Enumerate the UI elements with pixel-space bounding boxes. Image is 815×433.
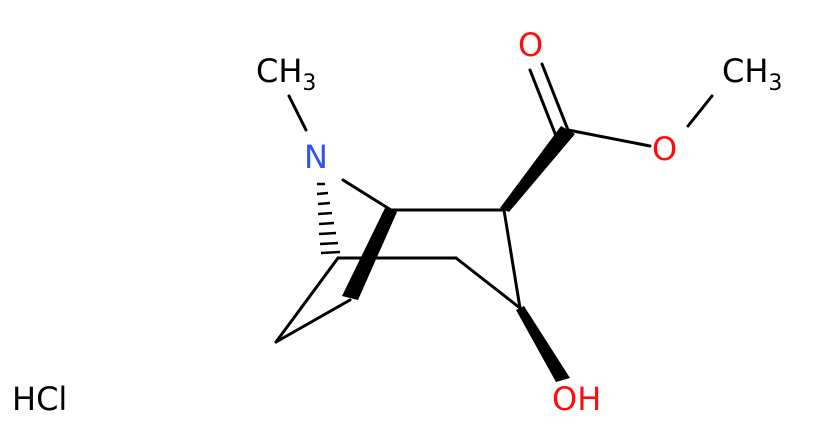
bond-c6-c7 xyxy=(274,298,352,344)
bond-c-o-double-a xyxy=(540,62,570,132)
bonds xyxy=(274,62,714,344)
bond-c3-c4 xyxy=(454,256,522,310)
hash-bond-n-c5 xyxy=(316,182,341,255)
wedge-c3-oh xyxy=(516,306,570,382)
carbonyl-oxygen-label: O xyxy=(518,26,543,64)
bond-c2-c3 xyxy=(502,208,522,310)
wedge-c2-carbonyl xyxy=(500,126,575,212)
ester-oxygen-label: O xyxy=(652,130,677,168)
bond-n-c1 xyxy=(341,178,393,212)
ester-methyl-label: CH3 xyxy=(722,52,782,96)
salt-label: HCl xyxy=(12,380,67,418)
nitrogen-label: N xyxy=(304,138,328,176)
bond-n-methyl xyxy=(287,94,308,132)
wedge-c1-c7 xyxy=(342,208,397,300)
bond-c5-c6 xyxy=(274,256,340,344)
n-methyl-label: CH3 xyxy=(256,52,316,96)
bond-c-o-double-b xyxy=(528,68,558,138)
bond-ester-o-methyl xyxy=(686,94,714,128)
bond-carbonyl-ester-o xyxy=(566,128,652,148)
hydroxyl-label: OH xyxy=(552,380,601,418)
